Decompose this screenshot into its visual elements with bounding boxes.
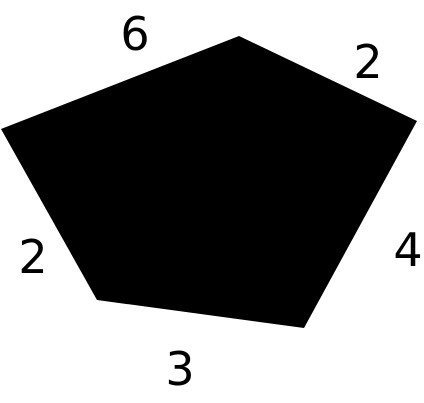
- side-label-right: 4: [393, 223, 422, 277]
- side-label-top-right: 2: [353, 35, 382, 89]
- side-label-bottom: 3: [165, 342, 194, 396]
- side-label-top-left: 6: [120, 7, 149, 61]
- side-label-left: 2: [18, 230, 47, 284]
- pentagon-shape: [1, 36, 417, 328]
